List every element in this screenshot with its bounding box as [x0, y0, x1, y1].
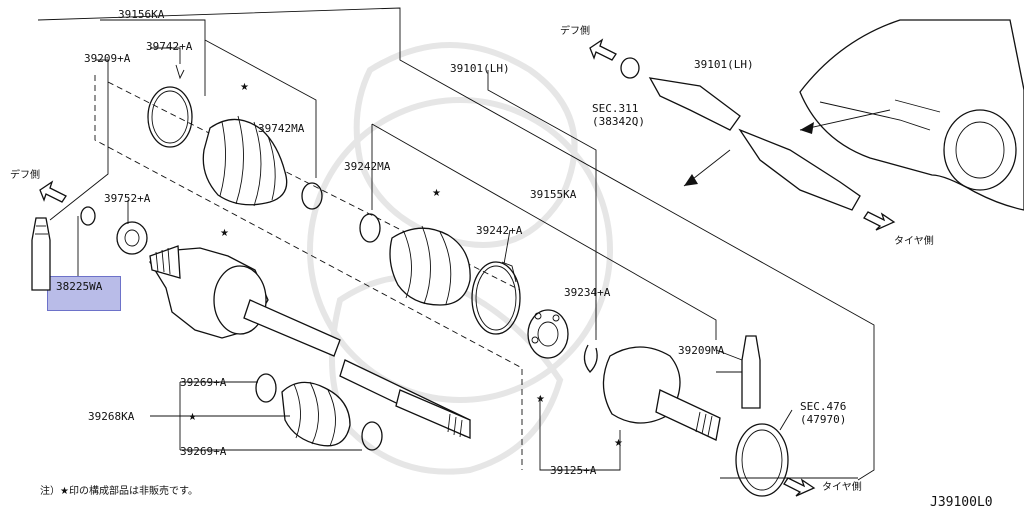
label-39156KA[interactable]: 39156KA: [118, 8, 165, 21]
star-marker: ★: [220, 228, 229, 239]
star-marker: ★: [240, 82, 249, 93]
label-39209A[interactable]: 39209+A: [84, 52, 131, 65]
label-39125A[interactable]: 39125+A: [550, 464, 597, 477]
dust-seal-part[interactable]: [116, 221, 148, 255]
label-39752A[interactable]: 39752+A: [104, 192, 151, 205]
boot-band-small-part[interactable]: [301, 182, 323, 210]
label-39209MA[interactable]: 39209MA: [678, 344, 725, 357]
label-39155KA[interactable]: 39155KA: [530, 188, 577, 201]
footnote: 注）★印の構成部品は非販売です。: [40, 484, 198, 497]
direction-diff-left: デフ側: [10, 168, 40, 181]
outer-joint-part[interactable]: [602, 346, 721, 441]
outer-boot-part[interactable]: [389, 225, 471, 306]
label-sec476[interactable]: SEC.476: [800, 400, 846, 413]
label-39101LH[interactable]: 39101(LH): [450, 62, 510, 75]
boot-kit-part[interactable]: [741, 335, 761, 409]
damper-band-top-part[interactable]: [255, 373, 277, 403]
label-sec476-sub: (47970): [800, 413, 846, 426]
inner-joint-housing-part[interactable]: [149, 245, 341, 357]
selected-part-highlight[interactable]: [47, 276, 121, 311]
leader-lines: [49, 19, 793, 471]
direction-diff-top: デフ側: [560, 24, 590, 37]
direction-tire-bottom: タイヤ側: [822, 480, 862, 493]
star-marker: ★: [536, 394, 545, 405]
arrow-diff-left: [39, 180, 67, 203]
label-39242MA[interactable]: 39242MA: [344, 160, 391, 173]
label-39101LH-inset[interactable]: 39101(LH): [694, 58, 754, 71]
label-39742A[interactable]: 39742+A: [146, 40, 193, 53]
label-39268KA[interactable]: 39268KA: [88, 410, 135, 423]
star-marker: ★: [432, 188, 441, 199]
label-sec311[interactable]: SEC.311: [592, 102, 638, 115]
snap-ring-part[interactable]: [80, 206, 96, 226]
sensor-rotor-part[interactable]: [735, 423, 789, 497]
inset-arrows: [683, 109, 891, 187]
stub-shaft-part[interactable]: [31, 217, 51, 291]
diagram-code: J39100L0: [930, 495, 993, 510]
inset-vehicle-drawing: [799, 19, 1024, 211]
direction-tire-right: タイヤ側: [894, 234, 934, 247]
label-39269A-top[interactable]: 39269+A: [180, 376, 227, 389]
inner-boot-part[interactable]: [202, 115, 288, 207]
star-marker: ★: [188, 412, 197, 423]
dynamic-damper-part[interactable]: [281, 381, 351, 447]
drive-shaft-part[interactable]: [339, 359, 471, 439]
damper-band-bottom-part[interactable]: [361, 421, 383, 451]
arrow-diff-top: [589, 38, 617, 61]
circlip-part[interactable]: [583, 344, 598, 373]
label-39742MA[interactable]: 39742MA: [258, 122, 305, 135]
arrow-tire-bottom: [783, 477, 816, 497]
label-sec311-sub: (38342Q): [592, 115, 645, 128]
label-39242A[interactable]: 39242+A: [476, 224, 523, 237]
label-39269A-bottom[interactable]: 39269+A: [180, 445, 227, 458]
outer-boot-band-large-part[interactable]: [471, 261, 521, 335]
label-39234A[interactable]: 39234+A: [564, 286, 611, 299]
ball-cage-part[interactable]: [527, 309, 569, 359]
inset-shaft-drawing: [620, 57, 861, 211]
boot-band-large-part[interactable]: [147, 64, 193, 148]
arrow-tire-right: [863, 211, 896, 231]
star-marker: ★: [614, 438, 623, 449]
outer-boot-band-small-part[interactable]: [359, 213, 381, 243]
label-38225WA[interactable]: 38225WA: [56, 280, 103, 293]
